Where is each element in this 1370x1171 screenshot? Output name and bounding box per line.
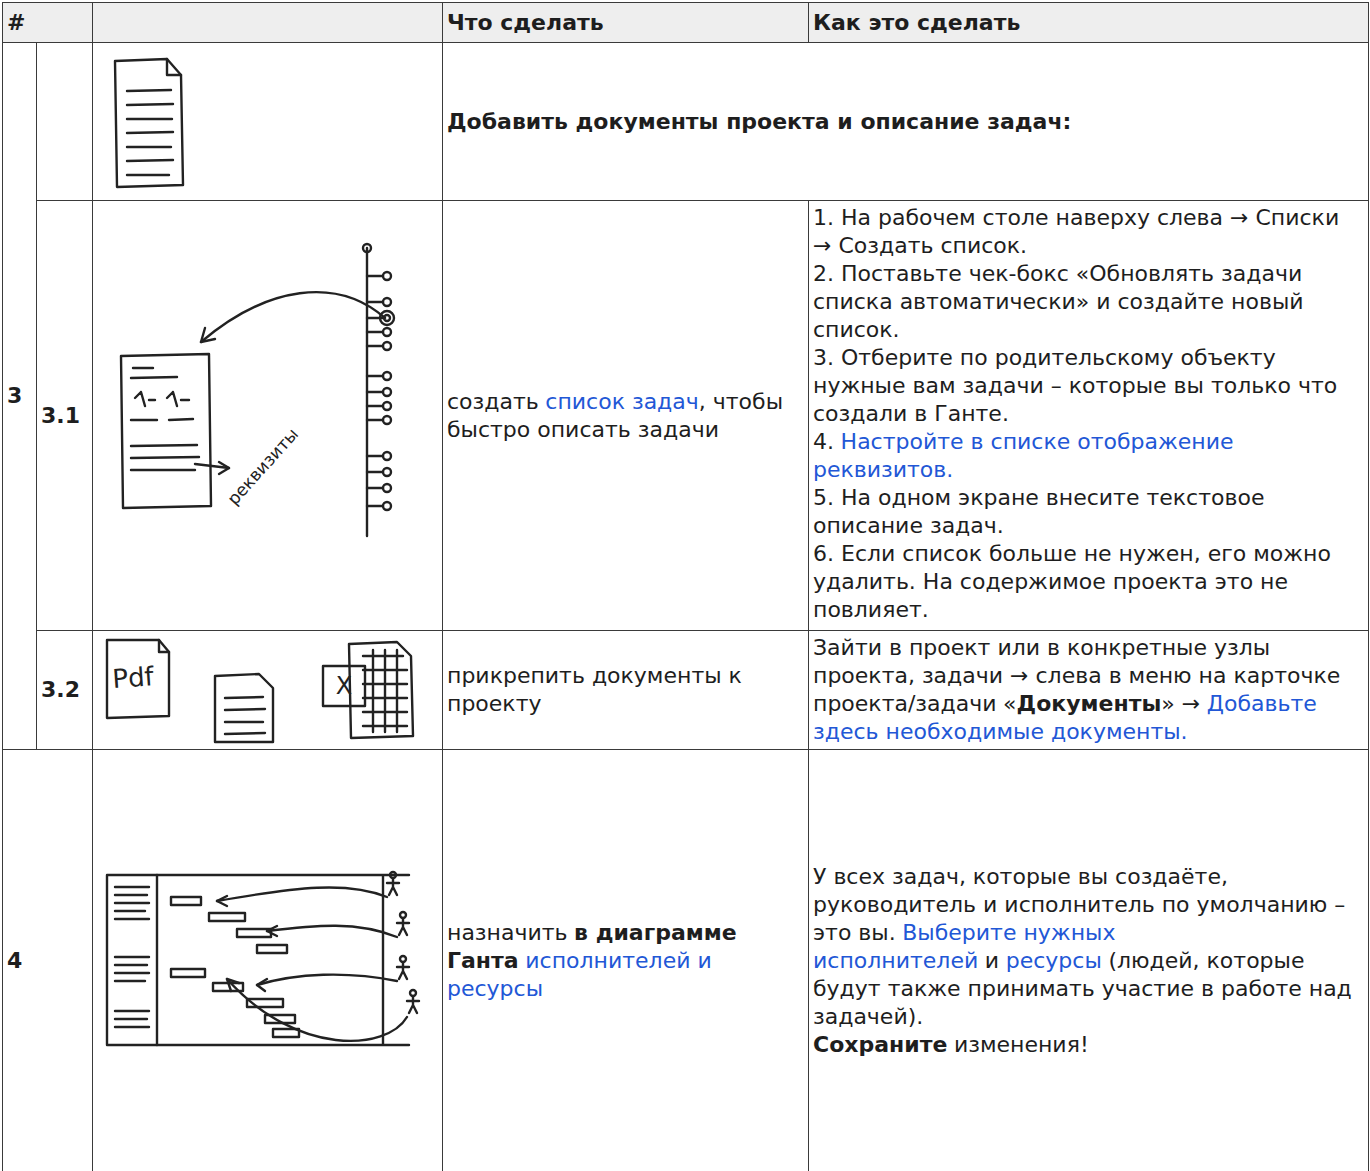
- text-line: создатьсписок задач, чтобы быстро описат…: [447, 388, 804, 444]
- link-text: Настройте в списке отображение реквизито…: [813, 429, 1234, 482]
- task-cell: назначитьв диаграмме Гантаисполнителей и…: [443, 750, 809, 1171]
- cell-text: 1. На рабочем столе наверху слева → Спис…: [813, 205, 1339, 258]
- section-number: 3: [3, 43, 37, 750]
- text-line: Сохраните изменения!: [813, 1031, 1364, 1059]
- text-line: 5. На одном экране внесите текстовое опи…: [813, 484, 1364, 540]
- cell-text: Документы: [1017, 691, 1162, 716]
- table-row: 4 назначитьв диаграмме Гантаисполнителей…: [3, 750, 1369, 1171]
- header-cell: #: [3, 3, 93, 43]
- text-line: 1. На рабочем столе наверху слева → Спис…: [813, 204, 1364, 260]
- instruction-cell: 1. На рабочем столе наверху слева → Спис…: [809, 201, 1369, 631]
- text-line: Добавить документы проекта и описание за…: [447, 108, 1364, 136]
- cell-text: Сохраните: [813, 1032, 947, 1057]
- gantt-sketch: [97, 861, 437, 1061]
- text-line: У всех задач, которые вы создаёте, руков…: [813, 863, 1364, 1031]
- section-number: 4: [3, 750, 93, 1171]
- text-line: назначитьв диаграмме Гантаисполнителей и…: [447, 919, 804, 1003]
- text-line: 2. Поставьте чек-бокс «Обновлять задачи …: [813, 260, 1364, 344]
- text-line: 3.1: [41, 402, 88, 430]
- text-line: Зайти в проект или в конкретные узлы про…: [813, 634, 1364, 746]
- document-icon: [97, 47, 437, 197]
- text-line: 4.Настройте в списке отображение реквизи…: [813, 428, 1364, 484]
- cell-text: 3. Отберите по родительскому объекту нуж…: [813, 345, 1337, 426]
- text-line: #: [7, 9, 88, 37]
- cell-text: назначить: [447, 920, 568, 945]
- text-line: 3: [7, 382, 32, 410]
- cell-text: создать: [447, 389, 539, 414]
- illustration-cell: Pdf X: [93, 631, 443, 750]
- cell-text: 3.2: [41, 677, 80, 702]
- text-line: 3.2: [41, 676, 88, 704]
- text-line: Что сделать: [447, 9, 804, 37]
- cell-text: прикрепить документы к проекту: [447, 663, 742, 716]
- cell-text: 3.1: [41, 403, 80, 428]
- cell-text: 5. На одном экране внесите текстовое опи…: [813, 485, 1264, 538]
- cell-text: 6. Если список больше не нужен, его можн…: [813, 541, 1331, 622]
- pdf-label: Pdf: [111, 661, 155, 694]
- instruction-cell: Зайти в проект или в конкретные узлы про…: [809, 631, 1369, 750]
- cell-text: Добавить документы проекта и описание за…: [447, 109, 1071, 134]
- table-row: 3.2 Pdf X прикрепить документы к проекту…: [3, 631, 1369, 750]
- cell-text: и: [985, 948, 999, 973]
- header-cell: Как это сделать: [809, 3, 1369, 43]
- link-text: список задач: [545, 389, 698, 414]
- cell-text: 2. Поставьте чек-бокс «Обновлять задачи …: [813, 261, 1304, 342]
- table-row: 3.1 реквизиты создатьсписок задач, чтобы…: [3, 201, 1369, 631]
- text-line: 3. Отберите по родительскому объекту нуж…: [813, 344, 1364, 428]
- table-row: # Что сделать Как это сделать: [3, 3, 1369, 43]
- illustration-cell: [93, 750, 443, 1171]
- text-line: 4: [7, 947, 88, 975]
- illustration-cell: [93, 43, 443, 201]
- section-heading: Добавить документы проекта и описание за…: [443, 43, 1369, 201]
- link-text: ресурсы: [1006, 948, 1102, 973]
- cell-text: » →: [1161, 691, 1200, 716]
- text-line: 6. Если список больше не нужен, его можн…: [813, 540, 1364, 624]
- instruction-cell: У всех задач, которые вы создаёте, руков…: [809, 750, 1369, 1171]
- sketch-label: реквизиты: [223, 423, 302, 508]
- cell-text: #: [7, 10, 25, 35]
- step-number: 3.1: [37, 201, 93, 631]
- header-cell: [93, 3, 443, 43]
- excel-label: X: [336, 672, 352, 700]
- documents-icons: Pdf X: [97, 636, 437, 744]
- cell-text: 4: [7, 948, 22, 973]
- cell-text: изменения!: [954, 1032, 1089, 1057]
- task-cell: прикрепить документы к проекту: [443, 631, 809, 750]
- cell-text: «: [1003, 691, 1016, 716]
- cell-text: 4.: [813, 429, 834, 454]
- step-number: 3.2: [37, 631, 93, 750]
- illustration-cell: реквизиты: [93, 201, 443, 631]
- cell-text: Как это сделать: [813, 10, 1020, 35]
- cell-text: 3: [7, 383, 22, 408]
- text-line: Как это сделать: [813, 9, 1364, 37]
- empty-cell: [37, 43, 93, 201]
- task-cell: создатьсписок задач, чтобы быстро описат…: [443, 201, 809, 631]
- task-list-sketch: реквизиты: [97, 206, 437, 626]
- header-cell: Что сделать: [443, 3, 809, 43]
- text-line: прикрепить документы к проекту: [447, 662, 804, 718]
- cell-text: Что сделать: [447, 10, 604, 35]
- table-row: 3 Добавить документы проекта и описание …: [3, 43, 1369, 201]
